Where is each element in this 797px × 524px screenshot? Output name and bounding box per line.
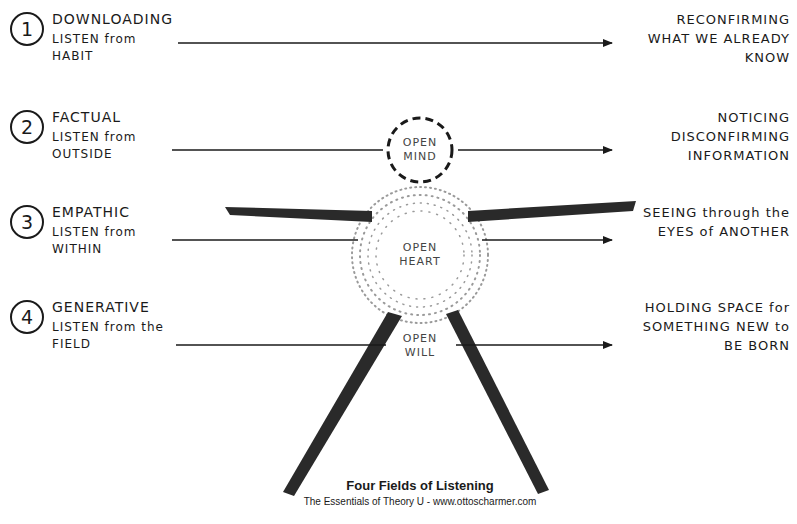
callout-number: 2 (21, 117, 33, 137)
field-heading: GENERATIVE (52, 298, 182, 316)
arrow-line (456, 344, 612, 346)
number-circle: 3 (10, 205, 44, 239)
field-heading: EMPATHIC (52, 203, 182, 221)
arrow-line (458, 149, 612, 151)
lead-line (176, 344, 386, 346)
right-leg (446, 310, 549, 494)
center-label: OPEN WILL (392, 332, 448, 360)
field-heading: FACTUAL (52, 108, 182, 126)
field-subtitle: LISTEN from WITHIN (52, 224, 164, 258)
heart-dots (368, 203, 472, 307)
mind-circle: OPEN MIND (385, 115, 455, 185)
field-subtitle: LISTEN from OUTSIDE (52, 129, 164, 163)
callout-number: 1 (21, 19, 33, 39)
outcome-text: SEEING through the EYES of ANOTHER (640, 203, 790, 241)
heart-circle: OPEN HEART (345, 180, 495, 330)
callout-number: 4 (21, 307, 33, 327)
diagram-title: Four Fields of Listening (220, 478, 620, 493)
heart-dots (360, 195, 480, 315)
right-arm (468, 201, 636, 222)
number-circle: 1 (10, 12, 44, 46)
number-circle: 4 (10, 300, 44, 334)
field-subtitle: LISTEN from HABIT (52, 31, 164, 65)
lead-line (172, 239, 358, 241)
arrow-line (482, 239, 612, 241)
field-heading: DOWNLOADING (52, 10, 182, 28)
number-circle: 2 (10, 110, 44, 144)
center-label: OPEN MIND (394, 136, 446, 164)
outcome-text: HOLDING SPACE for SOMETHING NEW to BE BO… (640, 298, 790, 355)
outcome-text: NOTICING DISCONFIRMING INFORMATION (640, 108, 790, 165)
dashed-circle (388, 118, 452, 182)
callout-number: 3 (21, 212, 33, 232)
left-arm (225, 207, 372, 222)
left-leg (283, 312, 402, 496)
lead-line (172, 149, 383, 151)
diagram-caption: The Essentials of Theory U - www.ottosch… (220, 496, 620, 507)
heart-dots (376, 211, 464, 299)
arrow-line (178, 42, 612, 44)
outcome-text: RECONFIRMING WHAT WE ALREADY KNOW (640, 10, 790, 67)
center-label: OPEN HEART (394, 241, 446, 269)
heart-dots (352, 187, 488, 323)
field-subtitle: LISTEN from the FIELD (52, 319, 164, 353)
